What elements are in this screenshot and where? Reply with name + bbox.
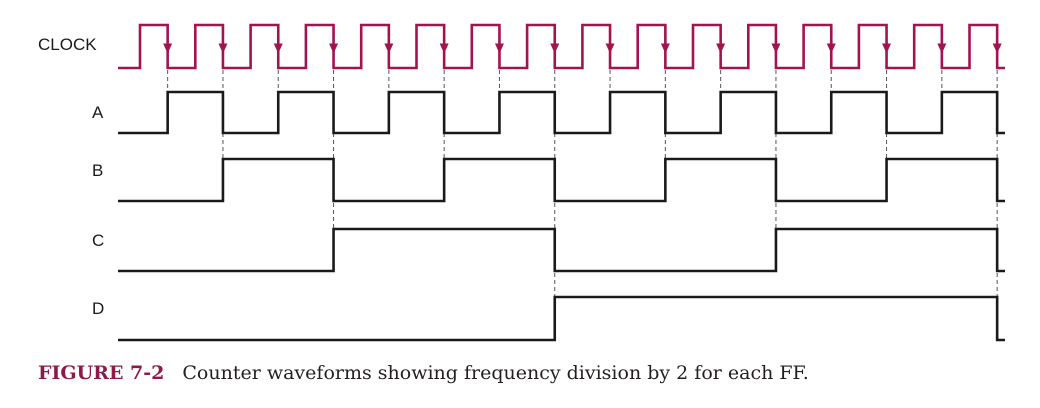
waveform-clock bbox=[118, 23, 1005, 70]
signal-label-a: A bbox=[92, 103, 104, 122]
clock-edge-arrow bbox=[494, 43, 504, 54]
waveforms bbox=[118, 23, 1005, 342]
signal-labels: CLOCK A B C D bbox=[38, 35, 104, 318]
clock-edge-arrow bbox=[329, 43, 339, 54]
guide-lines bbox=[167, 70, 998, 296]
signal-label-c: C bbox=[92, 231, 104, 250]
clock-edge-arrow bbox=[163, 43, 173, 54]
clock-edge-arrow bbox=[218, 43, 228, 54]
clock-edge-arrow bbox=[384, 43, 394, 54]
signal-label-d: D bbox=[92, 299, 104, 318]
figure-caption: FIGURE 7-2 Counter waveforms showing freq… bbox=[38, 362, 809, 384]
figure-number: FIGURE 7-2 bbox=[38, 362, 165, 384]
waveform-c bbox=[118, 227, 1005, 273]
waveform-a bbox=[118, 90, 1005, 135]
signal-label-b: B bbox=[92, 161, 103, 180]
clock-edge-arrow bbox=[992, 43, 1002, 54]
signal-label-clock: CLOCK bbox=[38, 35, 97, 54]
clock-edge-arrow bbox=[716, 43, 726, 54]
caption-text: Counter waveforms showing frequency divi… bbox=[182, 362, 809, 384]
clock-edge-arrow bbox=[771, 43, 781, 54]
clock-edge-arrow bbox=[882, 43, 892, 54]
clock-edge-arrow bbox=[937, 43, 947, 54]
waveform-b bbox=[118, 157, 1005, 203]
clock-edge-arrow bbox=[826, 43, 836, 54]
clock-edge-arrow bbox=[439, 43, 449, 54]
clock-edge-arrow bbox=[550, 43, 560, 54]
clock-edge-arrow bbox=[273, 43, 283, 54]
clock-edge-arrow bbox=[660, 43, 670, 54]
waveform-d bbox=[118, 295, 1005, 342]
clock-edge-arrow bbox=[605, 43, 615, 54]
